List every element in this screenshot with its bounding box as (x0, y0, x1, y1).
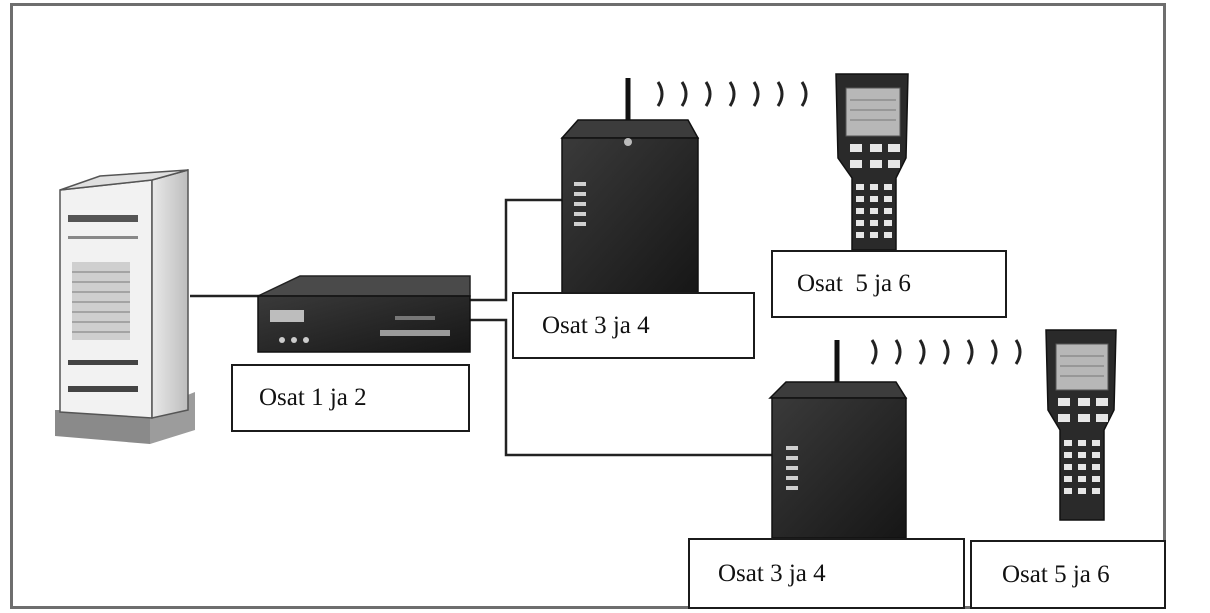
label-base-station-top: Osat 3 ja 4 (512, 292, 755, 359)
network-cables (190, 198, 775, 457)
base-station-top-icon (560, 78, 700, 295)
cable-gateway-basestation-top (470, 198, 562, 302)
cable-gateway-basestation-bottom (470, 318, 775, 457)
handheld-terminal-top-icon (835, 73, 909, 251)
handheld-terminal-bottom-icon (1045, 329, 1117, 521)
label-gateway: Osat 1 ja 2 (231, 364, 470, 432)
server-tower-icon (55, 169, 195, 444)
base-station-bottom-icon (768, 340, 908, 539)
gateway-controller-icon (257, 275, 471, 353)
label-base-station-bottom: Osat 3 ja 4 (688, 538, 965, 609)
label-handheld-top: Osat 5 ja 6 (771, 250, 1007, 318)
label-handheld-bottom: Osat 5 ja 6 (970, 540, 1166, 609)
radio-waves-bottom-icon (870, 339, 1022, 365)
radio-waves-top-icon (656, 81, 808, 107)
